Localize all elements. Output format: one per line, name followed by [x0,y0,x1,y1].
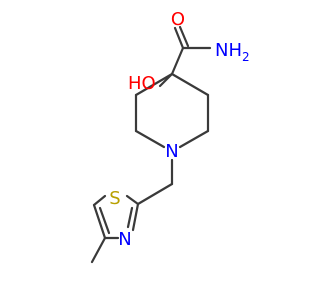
atom-oxygen-carbonyl: O [171,9,185,30]
bond-thiazole-c4-methyl [90,236,107,264]
bond-thiazole-s1-c5 [92,194,107,207]
atom-nitrogen-amide: NH [215,40,242,61]
bond-piperidine-c5-c4 [134,72,174,97]
bond-thiazole-n3-c2 [131,202,140,232]
bond-thiazole-c2-s1 [125,194,140,206]
bond-thiazole-c5-c4-inner [98,206,111,235]
bond-thiazole-n3-c2-inner [126,206,134,229]
bond-c4-carbonyl-carbon [170,46,185,76]
atom-sulfur-thiazole: S [109,188,120,209]
bond-thiazole-c5-c4 [92,203,107,240]
bond-methylene-thiazole-c2 [136,182,174,206]
bond-piperidine-n1-c6 [134,129,166,149]
bond-carbonyl-c-o-2 [178,25,190,48]
atom-hydroxyl: HO [128,73,156,94]
atom-nitrogen-thiazole: N [118,229,131,250]
atom-nitrogen-piperidine: N [165,141,178,162]
bond-piperidine-c4-c3 [170,72,210,97]
atom-nitrogen-amide-subscript: 2 [242,50,250,64]
molecule-structure-diagram: O NH 2 HO N S N [90,9,250,264]
bond-piperidine-c2-n1 [178,129,210,149]
bond-carbonyl-c-o-1 [173,26,185,50]
molecule-svg: O NH 2 HO N S N [90,9,250,264]
